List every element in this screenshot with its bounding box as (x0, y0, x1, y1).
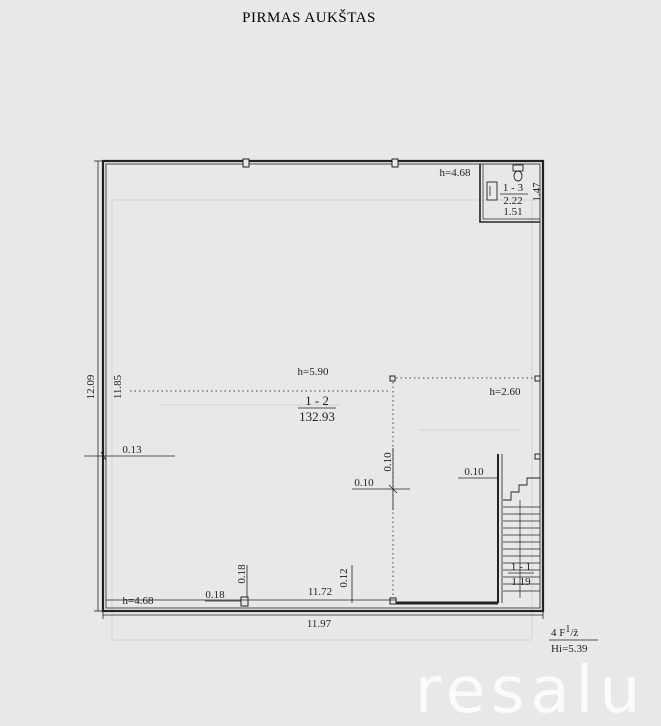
height-right-zone: h=2.60 (490, 386, 521, 398)
room-wc-area: 2.22 (503, 195, 522, 207)
staircase (497, 454, 540, 603)
room-wc-width: 1.51 (503, 206, 522, 218)
top-wall-markers (242, 158, 399, 168)
room-wc-depth: 1.47 (531, 182, 543, 202)
dim-stair-wall: 0.10 (464, 466, 484, 478)
wc-room (479, 164, 540, 223)
note-line2: Hi=5.39 (551, 643, 588, 655)
dim-bottom-wall: 0.12 (338, 568, 350, 587)
dim-column-h: 0.10 (354, 477, 374, 489)
room-main-id: 1 - 2 (305, 393, 329, 408)
toilet-icon (512, 164, 524, 182)
bleed-through-texture (111, 199, 533, 641)
dim-outer-width: 11.97 (307, 618, 332, 630)
dim-inner-height: 11.85 (112, 374, 124, 399)
outer-walls (101, 159, 545, 613)
plan-note: 4 F1/ž Hi=5.39 (549, 624, 598, 655)
dimension-lines (84, 160, 544, 619)
dotted-partitions (130, 377, 540, 598)
dim-outer-height: 12.09 (85, 374, 97, 399)
dim-wall-left: 0.13 (122, 444, 142, 456)
height-bottom-left: h=4.68 (123, 595, 154, 607)
room-main-area: 132.93 (299, 409, 335, 424)
floor-title: PIRMAS AUKŠTAS (242, 9, 376, 26)
room-wc-id: 1 - 3 (503, 182, 524, 194)
room-wc-height: h=4.68 (440, 167, 471, 179)
dim-column-v: 0.10 (382, 452, 394, 472)
dim-pillar-h: 0.18 (205, 589, 225, 601)
room-main-height: h=5.90 (298, 366, 329, 378)
watermark-logo: resalu (415, 654, 646, 726)
note-line1: 4 F1/ž (551, 624, 578, 639)
column-markers (389, 375, 541, 605)
dim-pillar-v: 0.18 (236, 564, 248, 584)
room-stair-area: 1.19 (511, 576, 531, 588)
dim-inner-width: 11.72 (308, 586, 332, 598)
room-stair-id: 1 - 1 (511, 561, 531, 573)
bottom-pillar (240, 596, 249, 607)
